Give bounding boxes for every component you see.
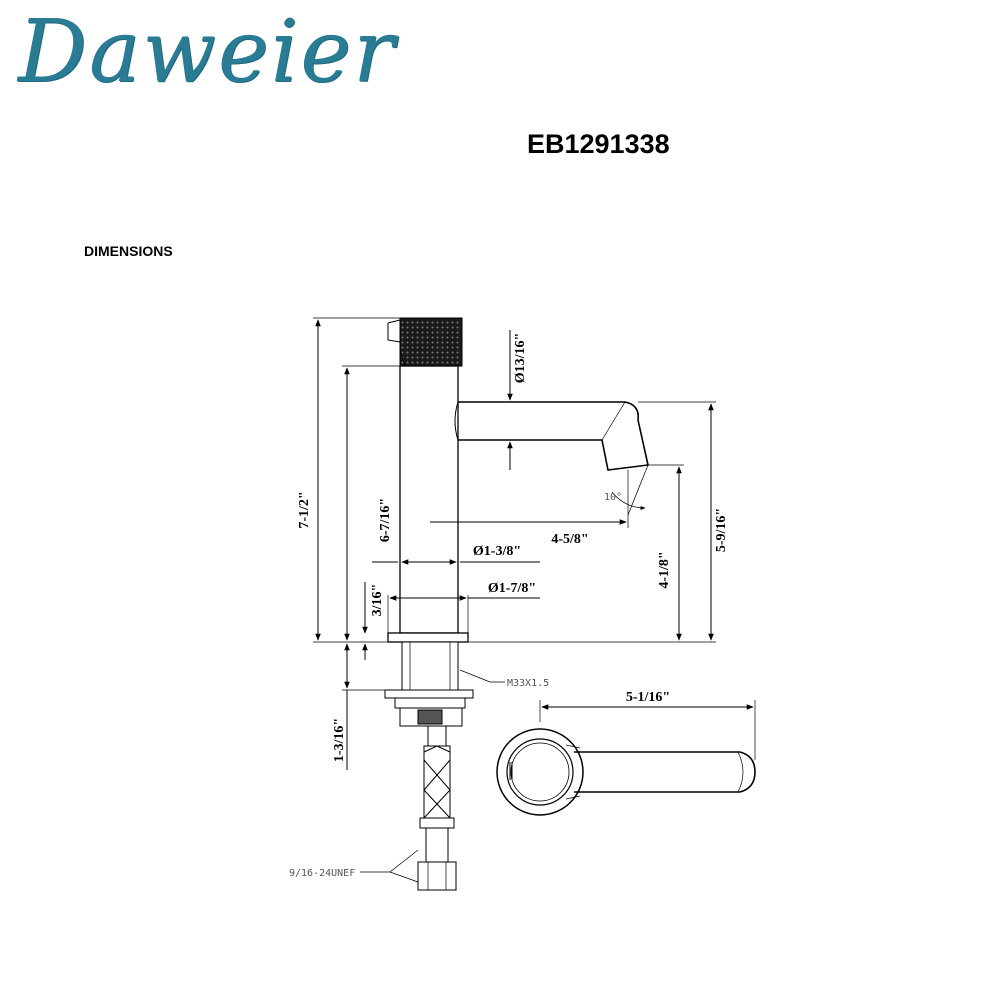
base-plate — [387, 632, 469, 643]
model-number: EB1291338 — [527, 129, 670, 159]
supply-hose — [417, 725, 457, 891]
label-spout-angle: 10° — [604, 492, 622, 503]
knurled-handle — [399, 317, 463, 367]
label-body-diameter: Ø1-3/8" — [473, 544, 521, 559]
label-overall-height: 7-1/2" — [297, 491, 312, 528]
label-spout-top-height: 5-9/16" — [714, 508, 729, 552]
dimension-lines — [313, 317, 756, 883]
label-handle-diameter: Ø13/16" — [513, 333, 528, 384]
brand-logo: Daweier — [18, 2, 397, 102]
label-shank-length: 1-3/16" — [332, 718, 347, 762]
label-top-view-length: 5-1/16" — [626, 690, 670, 705]
shank — [401, 641, 459, 691]
label-body-height: 6-7/16" — [378, 498, 393, 542]
faucet-top-view — [496, 728, 756, 816]
section-title: DIMENSIONS — [84, 243, 173, 259]
label-shank-thread: M33X1.5 — [507, 678, 549, 689]
faucet-side-view — [384, 317, 649, 891]
label-base-thickness: 3/16" — [370, 584, 385, 617]
label-base-diameter: Ø1-7/8" — [488, 581, 536, 596]
faucet-spout — [458, 401, 649, 471]
faucet-body — [399, 365, 459, 634]
label-supply-thread: 9/16-24UNEF — [289, 868, 355, 879]
label-outlet-height: 4-1/8" — [657, 551, 672, 588]
label-spout-reach: 4-5/8" — [551, 532, 588, 547]
